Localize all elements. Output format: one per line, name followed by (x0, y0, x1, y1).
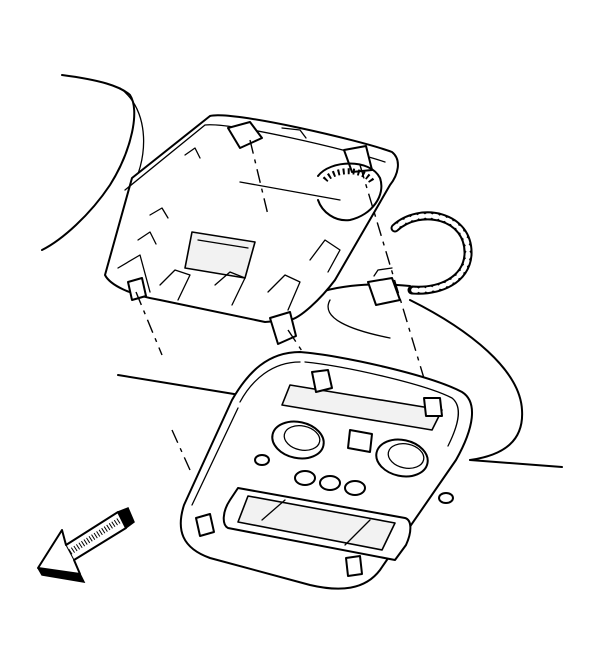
electrical-connector (367, 267, 401, 306)
front-direction-arrow-icon (37, 507, 135, 583)
wire-harness (390, 211, 473, 295)
overhead-console (179, 351, 473, 590)
mounting-bracket (104, 114, 399, 345)
